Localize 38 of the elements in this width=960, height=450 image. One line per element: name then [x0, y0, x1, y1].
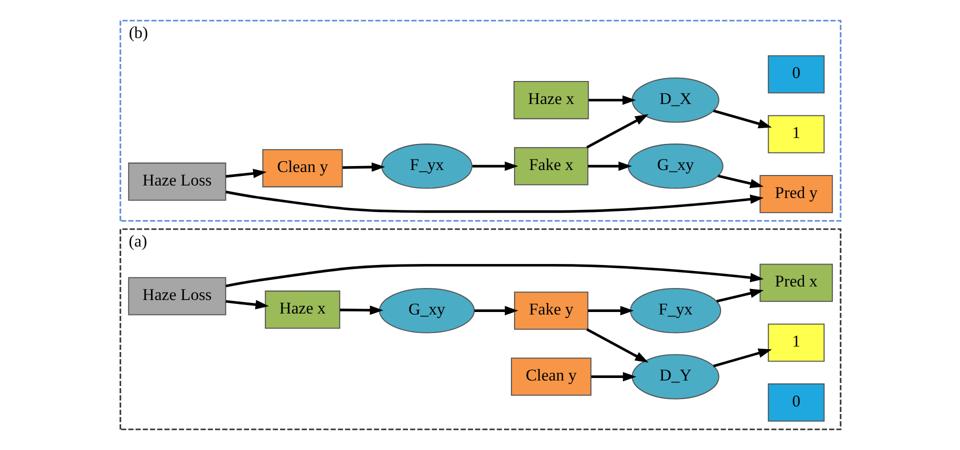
node-box: Clean y: [510, 358, 591, 396]
node-box: Clean y: [262, 149, 342, 188]
node-box: 1: [767, 324, 824, 362]
node-ellipse: G_xy: [378, 288, 474, 334]
node-box: 0: [767, 55, 824, 94]
node-ellipse: G_xy: [627, 144, 723, 189]
arrow: [225, 300, 268, 310]
node-box: Pred x: [759, 264, 832, 302]
arrow: [342, 162, 385, 172]
arrow: [225, 264, 764, 288]
node-box: Haze x: [513, 81, 588, 120]
arrow: [590, 372, 636, 382]
arrow: [716, 288, 764, 302]
node-ellipse: D_Y: [631, 354, 719, 400]
node-ellipse: D_X: [631, 77, 719, 123]
node-ellipse: F_yx: [629, 288, 721, 334]
node-box: Pred y: [759, 174, 832, 214]
node-ellipse: F_yx: [380, 144, 472, 189]
arrow: [712, 109, 772, 128]
node-box: Haze Loss: [128, 162, 226, 201]
arrow: [717, 174, 764, 188]
node-box: 1: [767, 115, 824, 154]
node-box: Fake y: [514, 292, 588, 330]
arrow: [225, 168, 266, 178]
arrow: [588, 95, 636, 105]
node-box: Fake x: [514, 147, 588, 186]
node-box: Haze Loss: [128, 277, 226, 316]
arrow: [225, 190, 764, 213]
arrow: [586, 114, 648, 149]
arrow: [474, 306, 518, 316]
arrow: [339, 305, 383, 315]
arrow: [587, 306, 634, 316]
node-box: Haze x: [264, 290, 340, 329]
node-box: 0: [767, 383, 824, 422]
arrow: [586, 328, 648, 363]
arrow: [587, 161, 632, 171]
arrow: [472, 161, 518, 171]
arrow: [712, 348, 772, 368]
